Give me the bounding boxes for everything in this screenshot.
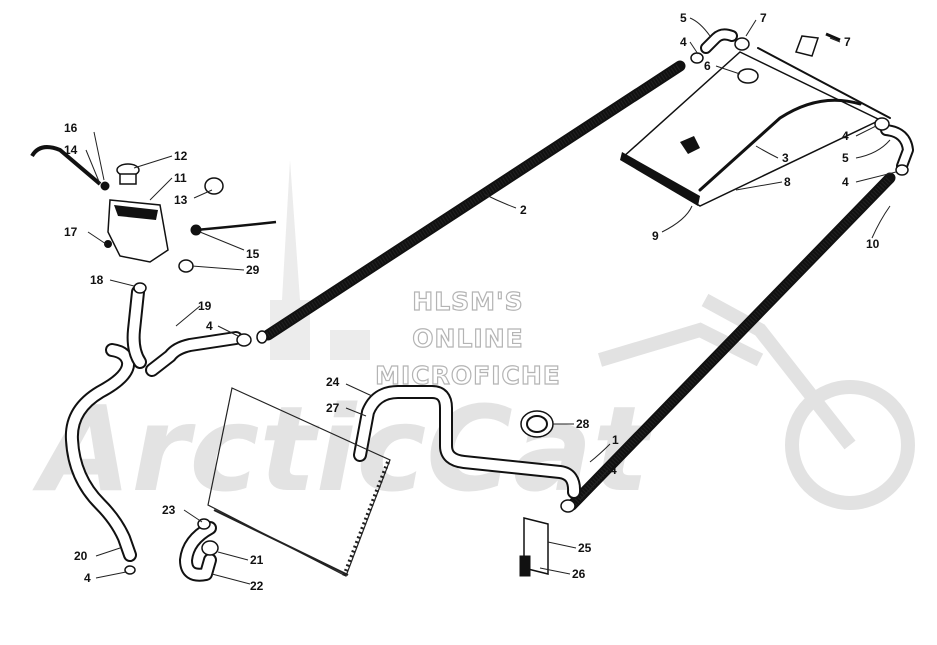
callout-4-c: 4	[842, 175, 849, 189]
clamp-7	[734, 37, 750, 51]
clamp-4-a	[236, 333, 252, 347]
callout-16: 16	[64, 121, 78, 135]
callout-25: 25	[578, 541, 592, 555]
callout-14: 14	[64, 143, 78, 157]
watermark-layer: ArcticCat	[32, 160, 915, 518]
callout-9: 9	[652, 229, 659, 243]
watermark-line-3: MICROFICHE	[375, 361, 561, 390]
callout-10: 10	[866, 237, 880, 251]
callout-4-b: 4	[842, 129, 849, 143]
heat-exchanger	[620, 47, 891, 207]
heat-exchanger-tube-3	[698, 98, 862, 192]
strap-16	[30, 145, 102, 186]
callout-6: 6	[704, 59, 711, 73]
callout-5-b: 5	[842, 151, 849, 165]
callout-17: 17	[64, 225, 78, 239]
callout-4-e: 4	[610, 463, 617, 477]
callout-28: 28	[576, 417, 590, 431]
spring-clamp-28	[520, 410, 554, 438]
fitting-14	[100, 181, 110, 191]
hose-layer	[64, 28, 914, 582]
clamp-4-f	[124, 565, 136, 575]
callout-12: 12	[174, 149, 188, 163]
callout-21: 21	[250, 553, 264, 567]
callout-4-f: 4	[84, 571, 91, 585]
watermark-tower-icon	[270, 160, 370, 360]
watermark-line-1: HLSM'S	[412, 287, 523, 316]
callout-5-a: 5	[680, 11, 687, 25]
clamp-4-d	[874, 117, 890, 131]
clamp-4-b	[560, 499, 576, 513]
callout-29: 29	[246, 263, 260, 277]
clamp-13	[204, 177, 224, 195]
clamp-29	[178, 259, 194, 273]
watermark-motorcycle-icon	[597, 293, 915, 510]
bracket-25-26	[519, 517, 549, 577]
tube-15	[195, 220, 277, 232]
watermark-text: HLSM'S ONLINE MICROFICHE	[375, 286, 561, 390]
callout-2: 1	[612, 433, 619, 447]
callout-20: 20	[74, 549, 88, 563]
callout-4-a: 4	[680, 35, 687, 49]
clamp-21	[201, 540, 219, 556]
callout-23: 23	[162, 503, 176, 517]
callout-7-a: 7	[760, 11, 767, 25]
callout-18: 18	[90, 273, 104, 287]
callout-8: 8	[784, 175, 791, 189]
callout-22: 22	[250, 579, 264, 593]
arrow-decal-icon	[680, 136, 700, 154]
clamps	[124, 32, 909, 577]
clamp-4-e	[895, 164, 909, 176]
clamp-4-c	[690, 52, 704, 64]
callout-15: 15	[246, 247, 260, 261]
callout-11: 11	[174, 171, 187, 185]
leader-lines	[85, 17, 897, 585]
watermark-line-2: ONLINE	[412, 324, 523, 353]
callout-19: 19	[198, 299, 212, 313]
fitting-6	[737, 68, 759, 84]
clamp-18	[133, 282, 147, 294]
callout-3: 3	[782, 151, 789, 165]
bracket-7	[795, 35, 820, 57]
watermark-brand: ArcticCat	[32, 380, 653, 518]
callout-7-b: 7	[844, 35, 851, 49]
callout-13: 13	[174, 193, 188, 207]
callout-1: 2	[520, 203, 527, 217]
callout-4-d: 4	[206, 319, 213, 333]
callout-26: 26	[572, 567, 586, 581]
cooler-frame	[207, 387, 391, 577]
heat-exchanger-fin-strip	[620, 152, 700, 206]
callout-27: 27	[326, 401, 340, 415]
reservoir-assembly	[30, 145, 277, 294]
heat-exchanger-panel	[620, 51, 882, 207]
fitting-17	[104, 240, 112, 248]
callout-numbers: 2 1 3 4 4 4 4 4 4 5 5 6 7 7 8 9 10 11 12…	[64, 11, 880, 593]
callout-24: 24	[326, 375, 340, 389]
